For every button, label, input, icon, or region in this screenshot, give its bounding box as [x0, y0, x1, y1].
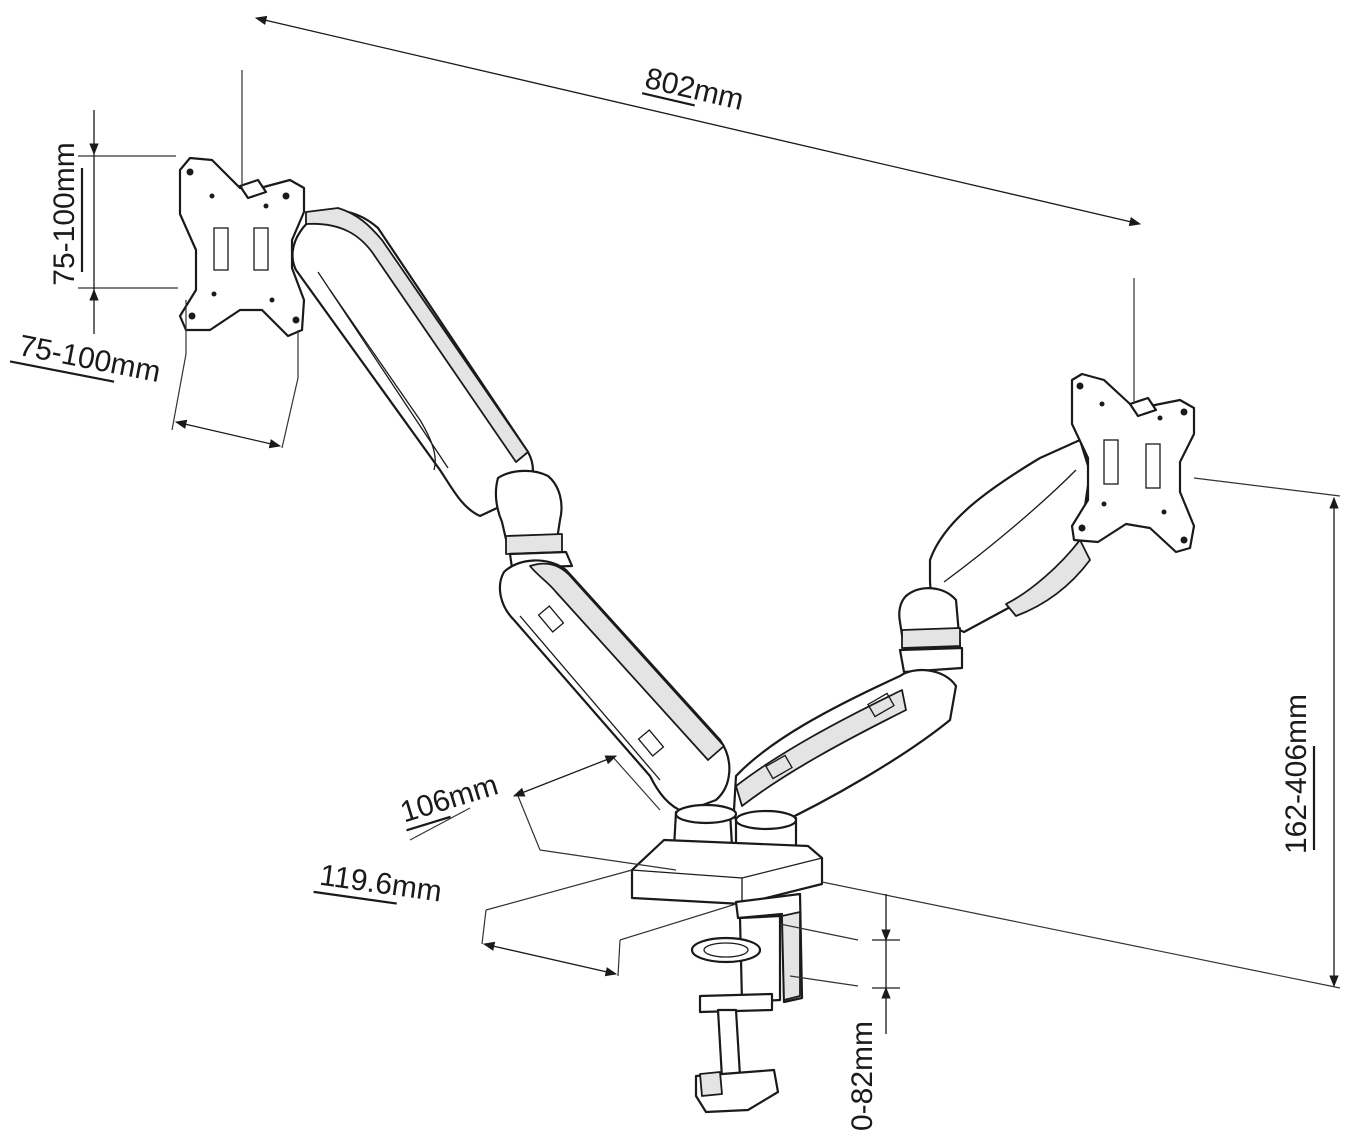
- dimension-label-vesa-height: 75-100mm: [48, 142, 81, 285]
- dimension-arm-depth: 106mm: [397, 755, 677, 871]
- dimension-vesa-height: 75-100mm: [48, 110, 178, 334]
- dimension-label-width: 802mm: [642, 62, 747, 117]
- right-vesa-plate: [1070, 372, 1196, 554]
- dimension-clamp-range: 0-82mm: [779, 894, 900, 1131]
- desk-clamp: [690, 892, 804, 1114]
- left-upper-arm: [291, 207, 534, 518]
- base-plate: [630, 838, 824, 906]
- right-lower-arm: [732, 669, 958, 833]
- dimension-vesa-width: 75-100mm: [9, 300, 299, 449]
- left-lower-arm: [498, 559, 731, 814]
- left-elbow-joint: [494, 469, 574, 570]
- dimension-label-height: 162-406mm: [1280, 694, 1313, 854]
- dimension-label-arm-depth: 106mm: [397, 769, 502, 830]
- dimension-label-clamp-range: 0-82mm: [846, 1021, 879, 1131]
- dimension-label-vesa-width: 75-100mm: [16, 329, 163, 389]
- dimension-height-range: 162-406mm: [821, 477, 1341, 989]
- right-elbow-joint: [898, 587, 964, 674]
